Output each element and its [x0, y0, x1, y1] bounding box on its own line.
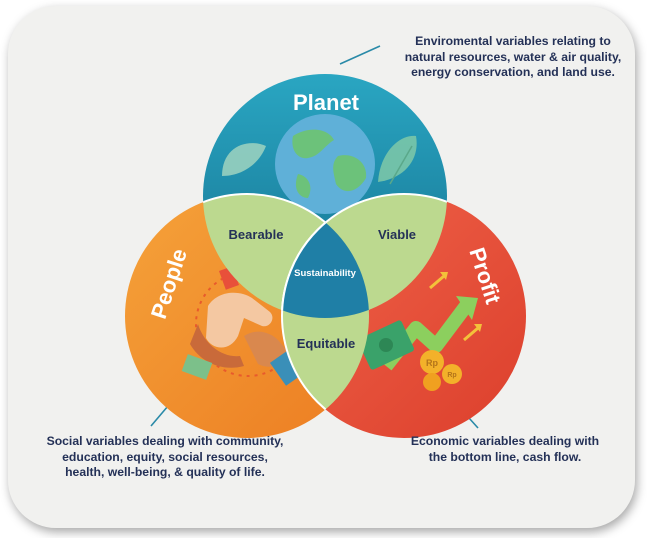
venn-diagram: Rp Rp Planet People Profit Bearable Viab…	[125, 45, 526, 438]
sustainability-label: Sustainability	[294, 268, 356, 279]
equitable-label: Equitable	[297, 336, 356, 351]
planet-description-line: energy conservation, and land use.	[411, 65, 615, 79]
people-description: Social variables dealing with community,…	[20, 434, 310, 481]
profit-description: Economic variables dealing with the bott…	[380, 434, 630, 465]
coin-label-small: Rp	[447, 372, 456, 379]
viable-label: Viable	[378, 227, 416, 242]
people-pointer-line	[150, 405, 169, 427]
planet-pointer-line	[339, 45, 381, 65]
profit-description-line: Economic variables dealing with	[410, 434, 600, 448]
planet-description-line: natural resources, water & air quality,	[404, 49, 622, 64]
money-growth-icon: Rp Rp	[358, 272, 482, 391]
people-description-line: health, well-being, & quality of life.	[65, 465, 265, 479]
venn-card: Rp Rp Planet People Profit Bearable Viab…	[8, 6, 635, 528]
planet-description-line: Enviromental variables relating to	[415, 34, 611, 48]
handshake-icon	[181, 266, 305, 386]
planet-label: Planet	[293, 90, 360, 115]
earth-with-leaves-icon	[222, 114, 417, 214]
coin-label: Rp	[426, 358, 438, 368]
planet-description: Enviromental variables relating to natur…	[378, 34, 635, 81]
bearable-label: Bearable	[229, 227, 284, 242]
people-description-line: Social variables dealing with community,	[46, 434, 284, 448]
profit-description-line: the bottom line, cash flow.	[428, 449, 582, 464]
people-description-line: education, equity, social resources,	[62, 449, 268, 464]
